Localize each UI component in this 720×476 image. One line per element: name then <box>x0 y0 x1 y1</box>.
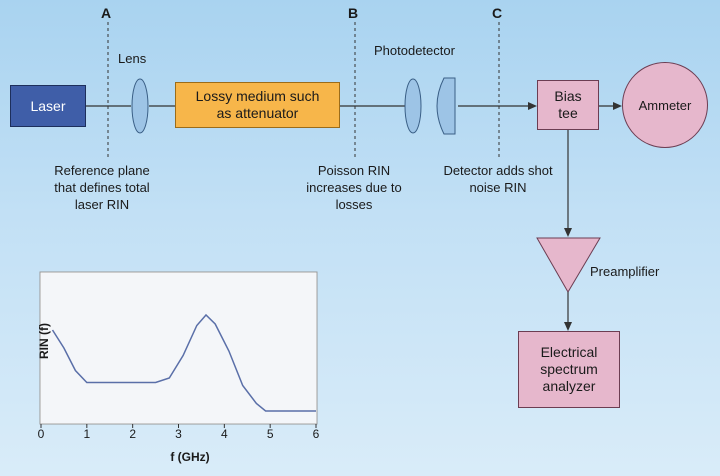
chart-ylabel: RIN (f) <box>37 323 51 359</box>
detector-lens-icon <box>404 78 422 134</box>
photodetector-icon <box>436 77 456 135</box>
x-tick-label: 0 <box>37 427 45 441</box>
ammeter-circle: Ammeter <box>622 62 708 148</box>
plane-c-label: C <box>492 5 503 21</box>
rin-curve <box>51 313 316 412</box>
chart-xlabel: f (GHz) <box>170 450 210 464</box>
preamplifier-icon <box>536 237 601 293</box>
ammeter-arrowhead <box>613 102 622 110</box>
lens-label: Lens <box>118 51 147 66</box>
x-tick-label: 2 <box>129 427 136 441</box>
lens-icon <box>131 78 149 134</box>
plane-b-label: B <box>348 5 359 21</box>
note-plane-b: Poisson RIN increases due to losses <box>306 163 402 212</box>
note-plane-a: Reference plane that defines total laser… <box>54 163 150 212</box>
laser-box: Laser <box>10 85 86 127</box>
x-tick-label: 5 <box>266 427 274 441</box>
esa-arrowhead <box>564 322 572 331</box>
x-tick-label: 1 <box>83 427 91 441</box>
chart-plot-area <box>41 273 316 423</box>
x-tick-label: 3 <box>175 427 182 441</box>
spectrum-analyzer-box: Electrical spectrum analyzer <box>518 331 620 408</box>
x-tick-label: 4 <box>220 427 228 441</box>
preamp-arrowhead <box>564 228 572 237</box>
bias-arrowhead <box>528 102 537 110</box>
photodetector-label: Photodetector <box>374 43 455 58</box>
preamplifier-label: Preamplifier <box>590 264 660 279</box>
note-plane-c: Detector adds shot noise RIN <box>443 163 553 195</box>
plane-a-label: A <box>101 5 112 21</box>
bias-tee-box: Bias tee <box>537 80 599 130</box>
x-tick-label: 6 <box>312 427 320 441</box>
lossy-medium-box: Lossy medium such as attenuator <box>175 82 340 128</box>
